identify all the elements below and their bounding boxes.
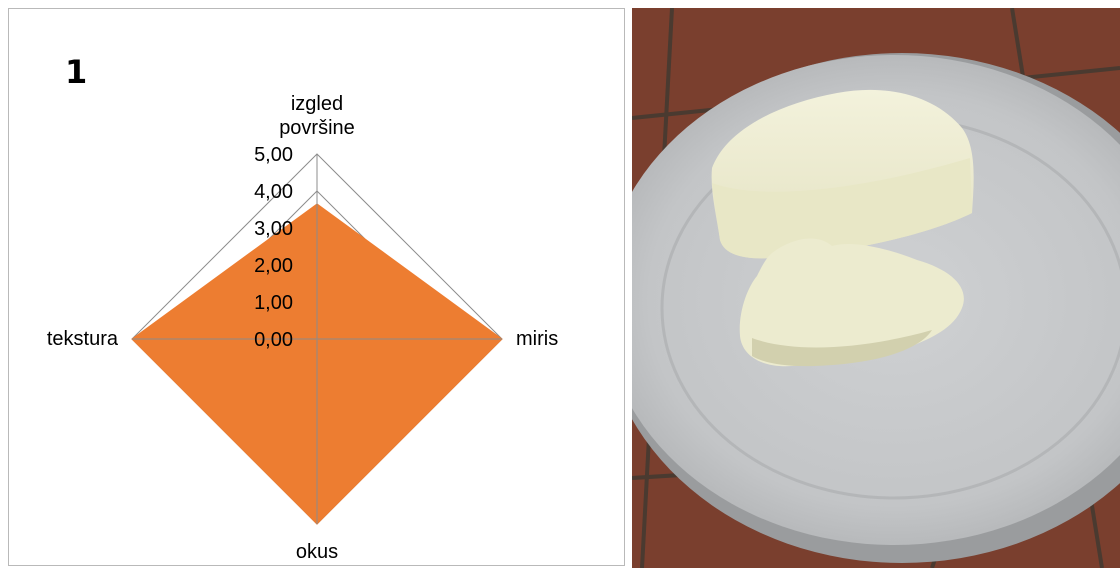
panel-number: 1 <box>65 53 88 91</box>
radar-tick-label: 1,00 <box>254 292 293 314</box>
radar-axis-label: okus <box>296 541 338 563</box>
radar-axis-label: izgled <box>291 93 343 115</box>
radar-tick-label: 0,00 <box>254 329 293 351</box>
cheese-wedge-side <box>712 158 972 259</box>
radar-tick-label: 5,00 <box>254 144 293 166</box>
cheese-crumbled-shadow <box>752 330 932 367</box>
radar-axis-label: miris <box>516 328 558 350</box>
radar-tick-label: 4,00 <box>254 181 293 203</box>
radar-axis-label: tekstura <box>47 328 119 350</box>
cheese-photo <box>632 8 1120 568</box>
radar-axis-label: površine <box>279 117 355 139</box>
cheese-crumbled <box>739 238 964 367</box>
radar-spokes <box>132 154 502 524</box>
cheese-photo-illustration <box>632 8 1120 568</box>
radar-tick-label: 2,00 <box>254 255 293 277</box>
radar-tick-label: 3,00 <box>254 218 293 240</box>
radar-tick-labels: 0,00 1,00 2,00 3,00 4,00 5,00 <box>254 144 293 351</box>
